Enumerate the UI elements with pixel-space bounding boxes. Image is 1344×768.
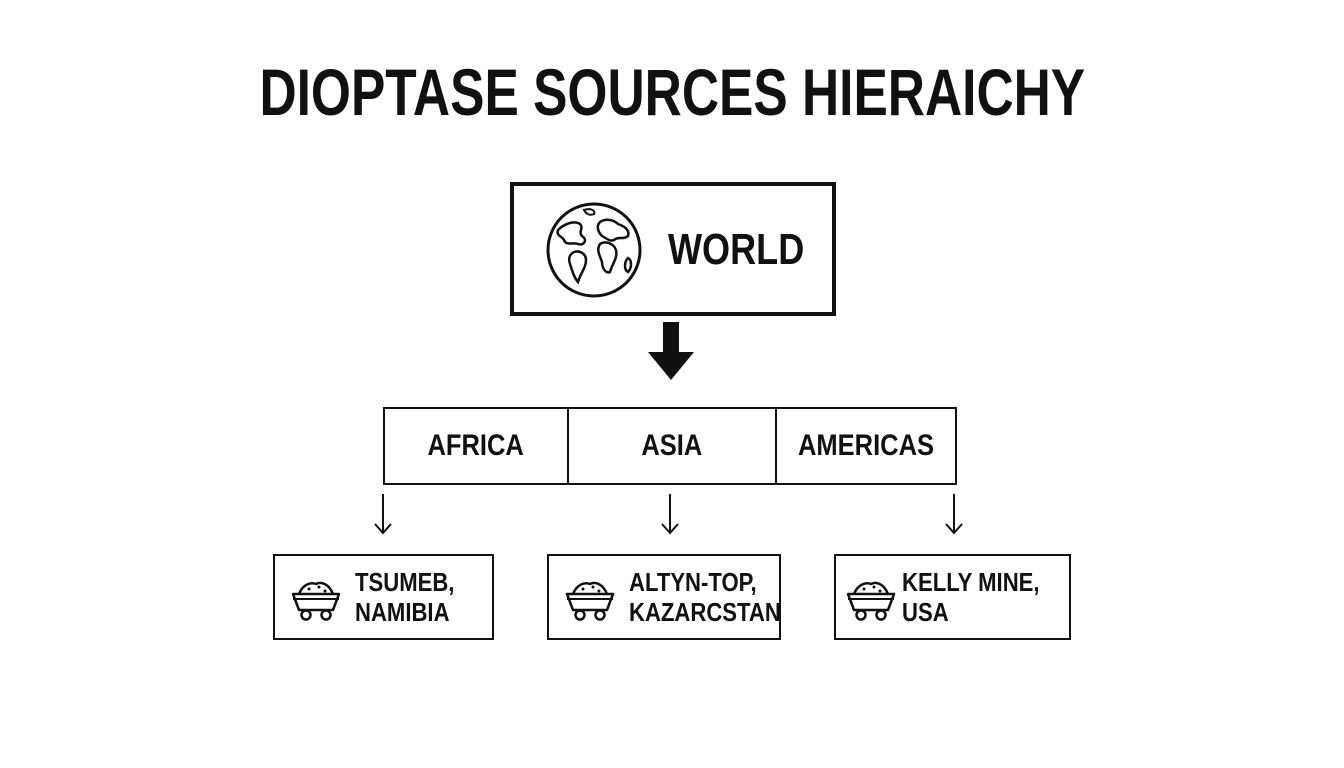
- arrow-down-icon: [945, 494, 963, 535]
- locality-kelly-mine: KELLY MINE, USA: [834, 554, 1071, 640]
- locality-label: KELLY MINE, USA: [902, 567, 1040, 627]
- region-bar: AFRICA ASIA AMERICAS: [383, 407, 957, 485]
- root-node-world: WORLD: [510, 182, 836, 316]
- region-africa: AFRICA: [427, 429, 525, 462]
- locality-altyn-top: ALTYN-TOP, KAZARCSTAN: [547, 554, 781, 640]
- region-americas: AMERICAS: [775, 409, 955, 483]
- diagram-title: DIOPTASE SOURCES HIERAICHY: [259, 55, 1085, 129]
- mine-cart-icon: [565, 581, 615, 621]
- root-label: WORLD: [668, 225, 805, 274]
- locality-label: TSUMEB, NAMIBIA: [355, 567, 455, 627]
- region-asia: ASIA: [567, 409, 775, 483]
- locality-label: ALTYN-TOP, KAZARCSTAN: [629, 567, 781, 627]
- mine-cart-icon: [846, 581, 896, 621]
- locality-tsumeb: TSUMEB, NAMIBIA: [273, 554, 494, 640]
- arrow-down-icon: [648, 322, 694, 380]
- globe-icon: [546, 202, 642, 298]
- mine-cart-icon: [291, 581, 341, 621]
- arrow-down-icon: [374, 494, 392, 535]
- arrow-down-icon: [661, 494, 679, 535]
